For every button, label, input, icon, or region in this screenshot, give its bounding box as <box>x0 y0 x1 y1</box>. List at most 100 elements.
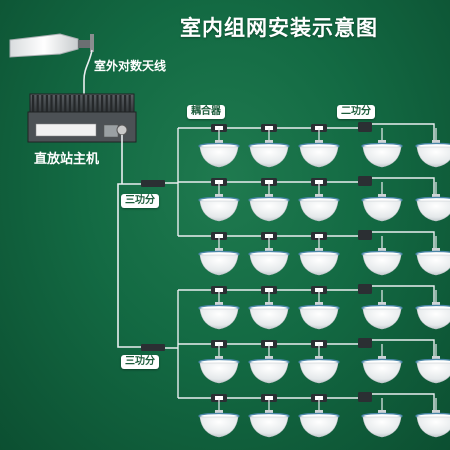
antenna-connector <box>215 356 223 360</box>
ceiling-antenna <box>361 248 403 276</box>
antenna-connector <box>432 410 440 414</box>
antenna-row <box>178 122 450 168</box>
two-way-splitter-device <box>358 284 372 294</box>
heatsink-fin <box>41 95 44 112</box>
antenna-connector <box>378 194 386 198</box>
antenna-dome <box>199 146 239 168</box>
antenna-dome <box>299 362 339 384</box>
ceiling-antenna <box>198 194 240 222</box>
antenna-connector <box>432 194 440 198</box>
antenna-connector <box>378 140 386 144</box>
antenna-connector <box>215 410 223 414</box>
antenna-dome <box>249 146 289 168</box>
diagram-title: 室内组网安装示意图 <box>180 16 378 40</box>
ceiling-antenna <box>298 356 340 384</box>
ceiling-antenna <box>361 194 403 222</box>
antenna-dome <box>362 200 402 222</box>
antenna-connector <box>265 248 273 252</box>
heatsink-fin <box>50 95 53 112</box>
antenna-dome <box>299 416 339 438</box>
ceiling-antenna <box>198 302 240 330</box>
antenna-connector <box>315 140 323 144</box>
trunk-cable <box>117 182 141 348</box>
heatsink-fin <box>82 95 85 112</box>
ceiling-antenna <box>198 248 240 276</box>
two-way-splitter-device <box>358 176 372 186</box>
heatsink-fin <box>124 95 127 112</box>
antenna-row <box>178 284 450 330</box>
antenna-connector <box>215 248 223 252</box>
three-way-splitter <box>141 344 165 351</box>
antenna-dome <box>362 362 402 384</box>
distribution-cable <box>165 290 179 398</box>
antenna-dome <box>199 416 239 438</box>
antenna-dome <box>249 200 289 222</box>
antenna-dome <box>362 308 402 330</box>
heatsink-fin <box>96 95 99 112</box>
antenna-connector <box>378 356 386 360</box>
antenna-connector <box>315 194 323 198</box>
antenna-dome <box>199 308 239 330</box>
two-way-splitter-device <box>358 392 372 402</box>
antenna-connector <box>215 194 223 198</box>
ceiling-antenna <box>361 356 403 384</box>
ceiling-antenna <box>248 194 290 222</box>
antenna-group-1 <box>141 122 450 276</box>
antenna-connector <box>378 410 386 414</box>
heatsink-fin <box>55 95 58 112</box>
antenna-connector <box>265 140 273 144</box>
antenna-dome <box>416 200 450 222</box>
ceiling-antenna <box>198 356 240 384</box>
antenna-network <box>117 122 450 438</box>
antenna-connector <box>315 356 323 360</box>
two-way-splitter-label: 二功分 <box>337 105 375 119</box>
ceiling-antenna <box>248 140 290 168</box>
antenna-connector <box>265 194 273 198</box>
ceiling-antenna <box>361 302 403 330</box>
heatsink-fin <box>32 95 35 112</box>
heatsink-fin <box>114 95 117 112</box>
heatsink-fin <box>78 95 81 112</box>
ceiling-antenna <box>298 140 340 168</box>
heatsink-fin <box>59 95 62 112</box>
ceiling-antenna <box>298 248 340 276</box>
antenna-dome <box>199 254 239 276</box>
ceiling-antenna <box>415 248 450 276</box>
three-way-splitter <box>141 180 165 187</box>
antenna-row <box>178 230 450 276</box>
ceiling-antenna <box>415 194 450 222</box>
three-way-splitter-label-bottom: 三功分 <box>121 355 159 369</box>
antenna-dome <box>416 146 450 168</box>
antenna-dome <box>199 362 239 384</box>
heatsink-fin <box>110 95 113 112</box>
antenna-connector <box>432 248 440 252</box>
antenna-connector <box>378 302 386 306</box>
antenna-connector <box>432 140 440 144</box>
antenna-connector <box>432 356 440 360</box>
heatsink-fin <box>87 95 90 112</box>
heatsink-fin <box>73 95 76 112</box>
heatsink-fin <box>101 95 104 112</box>
antenna-dome <box>299 200 339 222</box>
ceiling-antenna <box>248 410 290 438</box>
outdoor-antenna <box>9 33 94 58</box>
antenna-connector <box>215 140 223 144</box>
antenna-dome <box>299 308 339 330</box>
ceiling-antenna <box>248 356 290 384</box>
antenna-connector <box>265 356 273 360</box>
ceiling-antenna <box>415 356 450 384</box>
antenna-dome <box>362 146 402 168</box>
ceiling-antenna <box>298 410 340 438</box>
antenna-connector <box>265 410 273 414</box>
two-way-splitter-device <box>358 338 372 348</box>
ceiling-antenna <box>361 410 403 438</box>
ceiling-antenna <box>361 140 403 168</box>
antenna-dome <box>249 308 289 330</box>
antenna-row <box>178 392 450 438</box>
antenna-dome <box>249 254 289 276</box>
ceiling-antenna <box>198 410 240 438</box>
heatsink-fin <box>36 95 39 112</box>
ceiling-antenna <box>298 302 340 330</box>
